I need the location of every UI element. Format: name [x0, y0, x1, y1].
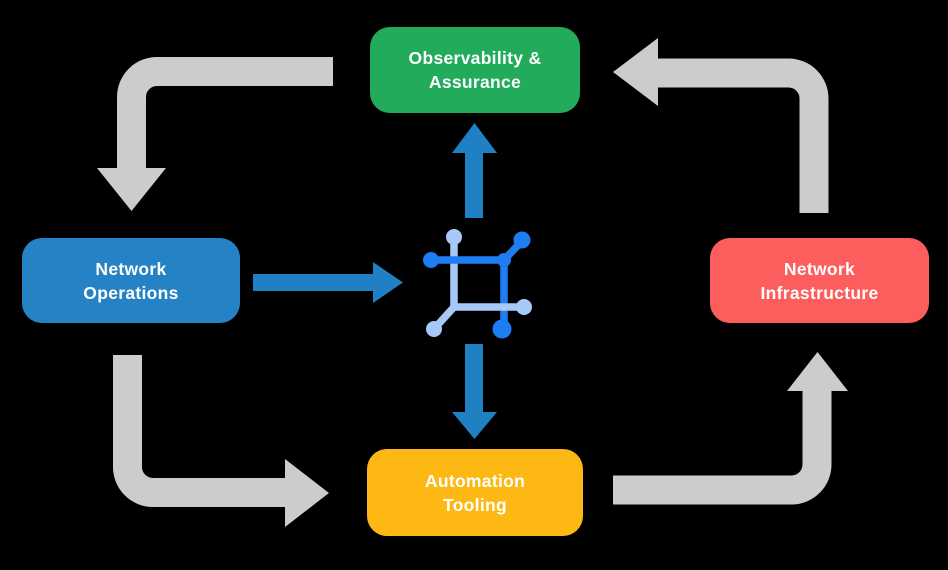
node-automation-label: Automation Tooling: [424, 470, 526, 515]
network-mesh-icon: [423, 229, 532, 339]
arrow-core-icon-to-observability: [452, 123, 497, 218]
arrow-operations-to-core-icon: [253, 262, 403, 303]
arrow-shaft: [656, 58, 829, 213]
arrow-infrastructure-to-observability: [613, 38, 829, 213]
arrow-core-icon-to-automation: [452, 344, 497, 439]
node-infrastructure-label: Network Infrastructure: [760, 258, 879, 303]
mesh-node-top: [446, 229, 462, 245]
node-observability-assurance: Observability & Assurance: [370, 27, 580, 113]
mesh-light-branch: [431, 237, 458, 332]
arrow-head-right: [285, 459, 329, 527]
node-observability-label: Observability & Assurance: [408, 48, 542, 92]
mesh-node-corner: [497, 253, 511, 267]
node-operations-label: Network Operations: [83, 258, 179, 303]
arrow-automation-to-infrastructure: [613, 352, 848, 505]
mesh-node-bottom: [492, 319, 512, 339]
arrow-shaft: [113, 355, 287, 507]
arrow-operations-to-automation: [113, 355, 329, 527]
mesh-node-top-right: [513, 231, 531, 249]
arrow-shaft: [613, 390, 832, 505]
mesh-node-right: [516, 299, 532, 315]
mesh-node-left: [423, 252, 439, 268]
arrow-observability-to-operations: [97, 57, 333, 211]
arrow-head-left: [613, 38, 658, 106]
node-automation-tooling: Automation Tooling: [367, 449, 583, 536]
node-network-infrastructure: Network Infrastructure: [710, 238, 929, 323]
arrow-head-down: [97, 168, 166, 211]
mesh-node-bottom-left: [426, 321, 442, 337]
arrow-head-up: [787, 352, 848, 391]
arrow-shaft: [117, 57, 333, 172]
node-network-operations: Network Operations: [22, 238, 240, 323]
